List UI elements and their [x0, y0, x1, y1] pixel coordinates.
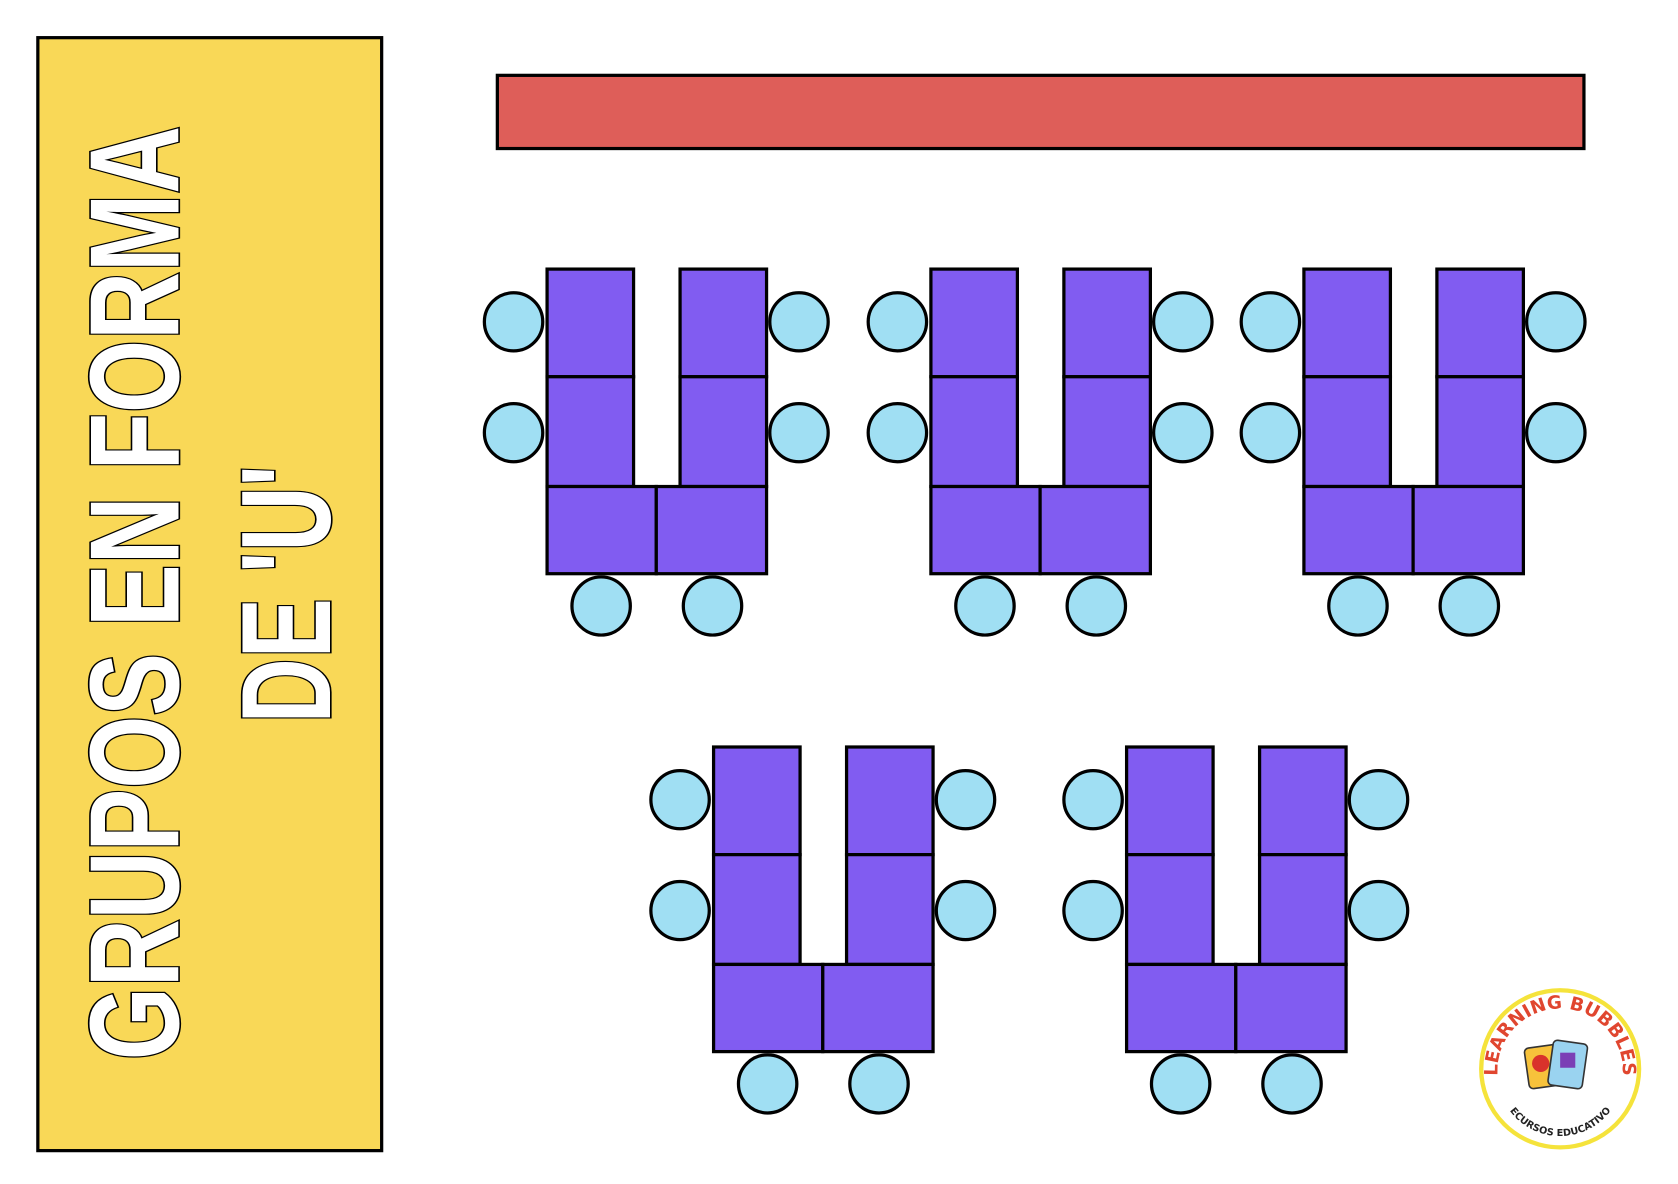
- chair: [1149, 1053, 1212, 1115]
- desk: [678, 267, 769, 379]
- chair: [1239, 402, 1302, 464]
- chair: [934, 769, 997, 831]
- u-group-2: [866, 267, 1214, 637]
- chair: [1327, 575, 1389, 637]
- u-group-4: [649, 745, 997, 1115]
- desk: [1124, 962, 1238, 1054]
- u-group-1: [482, 267, 830, 637]
- chair: [1347, 879, 1410, 942]
- chair: [1525, 291, 1587, 353]
- chair: [1438, 575, 1501, 637]
- chair: [1261, 1053, 1323, 1115]
- desk-groups: [482, 267, 1587, 1115]
- chair: [649, 769, 711, 831]
- desk: [1302, 484, 1415, 576]
- chair: [1525, 402, 1587, 464]
- desk: [678, 375, 769, 489]
- chair: [1152, 402, 1214, 464]
- title-line-2: DE 'U': [215, 465, 357, 723]
- chair: [768, 402, 830, 464]
- desk: [545, 267, 636, 379]
- desk: [929, 267, 1020, 379]
- chair: [482, 291, 545, 353]
- apple-icon: [1532, 1054, 1550, 1073]
- desk: [654, 484, 769, 576]
- chair: [848, 1053, 910, 1115]
- desk: [821, 962, 935, 1054]
- desk: [711, 962, 825, 1054]
- desk: [545, 484, 658, 576]
- desk: [1062, 375, 1153, 489]
- chair: [768, 291, 830, 353]
- chair: [1239, 291, 1302, 353]
- chair: [681, 575, 744, 637]
- title-panel: [36, 36, 384, 1153]
- chair: [954, 575, 1016, 637]
- desk: [1411, 484, 1526, 576]
- chair: [482, 402, 545, 464]
- desk: [929, 484, 1042, 576]
- desk: [1302, 267, 1393, 379]
- u-group-5: [1062, 745, 1410, 1115]
- puzzle-icon: [1560, 1052, 1576, 1068]
- chair: [570, 575, 632, 637]
- desk: [711, 853, 802, 967]
- title-line-1: GRUPOS EN FORMA: [63, 126, 205, 1060]
- chair: [1065, 575, 1128, 637]
- desk: [1234, 962, 1348, 1054]
- chair: [736, 1053, 799, 1115]
- desk: [1302, 375, 1393, 489]
- desk: [1257, 853, 1348, 967]
- desk: [711, 745, 802, 857]
- desk: [1124, 745, 1215, 857]
- desk: [844, 853, 935, 967]
- desk: [1038, 484, 1153, 576]
- desk: [545, 375, 636, 489]
- desk: [1435, 267, 1526, 379]
- desk: [1435, 375, 1526, 489]
- chair: [934, 879, 997, 942]
- chair: [1062, 879, 1124, 942]
- chair: [866, 291, 929, 353]
- desk: [1257, 745, 1348, 857]
- chair: [1347, 769, 1410, 831]
- chair: [1062, 769, 1124, 831]
- desk: [1124, 853, 1215, 967]
- chair: [866, 402, 929, 464]
- desk: [844, 745, 935, 857]
- desk: [929, 375, 1020, 489]
- u-group-3: [1239, 267, 1587, 637]
- desk: [1062, 267, 1153, 379]
- chair: [1152, 291, 1214, 353]
- chair: [649, 879, 711, 942]
- teacher-board: [495, 73, 1586, 151]
